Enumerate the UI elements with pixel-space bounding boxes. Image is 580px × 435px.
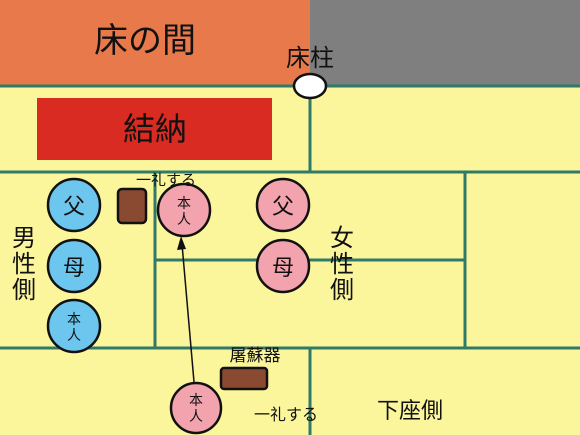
bottom-person-label-1: 本 bbox=[189, 393, 203, 409]
bottom-person-label-2: 人 bbox=[189, 409, 203, 425]
toso-vessel bbox=[219, 366, 269, 391]
female-father bbox=[255, 177, 311, 233]
yuino-block bbox=[37, 98, 272, 160]
tokobashira-pillar bbox=[292, 72, 328, 100]
male-self-label-2: 人 bbox=[67, 328, 81, 344]
tokobashira-area bbox=[310, 0, 580, 85]
male-father bbox=[46, 177, 102, 233]
bow-top-label: 一礼する bbox=[136, 171, 196, 189]
lower-seat-label: 下座側 bbox=[377, 399, 443, 424]
female-mother-label: 母 bbox=[272, 256, 294, 281]
bow-bottom-label: 一礼する bbox=[254, 405, 318, 424]
tatami-borders bbox=[0, 84, 580, 435]
svg-text:性: 性 bbox=[330, 250, 354, 278]
female-self-label-1: 本 bbox=[177, 196, 191, 212]
male-side-label: 男 性 側 bbox=[12, 224, 36, 304]
svg-text:側: 側 bbox=[330, 276, 354, 304]
female-self bbox=[156, 182, 212, 238]
male-self bbox=[46, 298, 102, 354]
female-mother bbox=[255, 238, 311, 294]
toso-label: 屠蘇器 bbox=[230, 346, 281, 366]
male-self-label-1: 本 bbox=[67, 312, 81, 328]
male-mother-label: 母 bbox=[63, 256, 85, 281]
svg-text:側: 側 bbox=[12, 276, 36, 304]
female-father-label: 父 bbox=[272, 195, 294, 220]
male-father-label: 父 bbox=[63, 195, 85, 220]
tokonoma-label: 床の間 bbox=[94, 21, 196, 61]
tokonoma-area bbox=[0, 0, 310, 85]
svg-text:女: 女 bbox=[330, 224, 354, 252]
walk-arrow-head bbox=[177, 236, 186, 250]
svg-text:男: 男 bbox=[12, 224, 36, 252]
yuino-label: 結納 bbox=[123, 110, 187, 148]
bottom-person bbox=[169, 381, 223, 435]
female-self-label-2: 人 bbox=[177, 212, 191, 228]
walk-arrow-line bbox=[181, 243, 195, 383]
tray-box-upper bbox=[116, 187, 148, 225]
male-mother bbox=[46, 238, 102, 294]
female-side-label: 女 性 側 bbox=[330, 224, 354, 304]
tokobashira-label: 床柱 bbox=[286, 44, 334, 72]
svg-text:性: 性 bbox=[12, 250, 36, 278]
